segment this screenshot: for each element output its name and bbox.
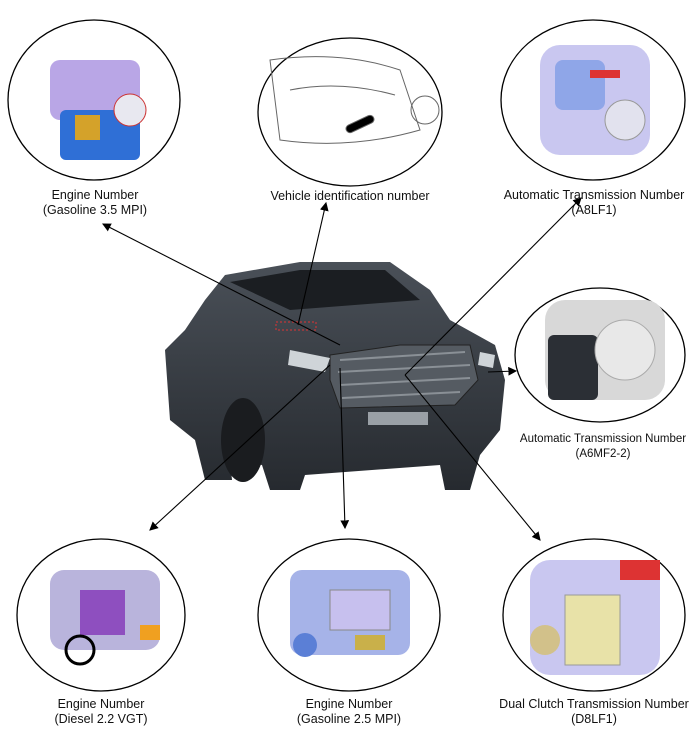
label-a6mf2: Automatic Transmission Number (A6MF2-2)	[520, 432, 686, 462]
arrow-vin	[297, 201, 329, 326]
label-title: Automatic Transmission Number	[519, 433, 687, 445]
d8lf1-image	[530, 560, 660, 675]
vehicle-image	[165, 262, 505, 490]
arrow-a6mf2	[487, 366, 518, 376]
label-sub: (Diesel 2.2 VGT)	[54, 712, 148, 726]
label-title: Engine Number	[57, 697, 145, 711]
arrow-engine-35	[102, 223, 341, 346]
diesel22-image	[50, 570, 160, 666]
engine-25-image	[290, 570, 410, 657]
label-sub: (A8LF1)	[571, 203, 617, 217]
label-title: Automatic Transmission Number	[503, 188, 685, 202]
arrow-engine-25	[339, 367, 350, 530]
vin-frame	[257, 37, 443, 187]
label-sub: (Gasoline 3.5 MPI)	[42, 203, 148, 217]
label-engine-25: Engine Number (Gasoline 2.5 MPI)	[297, 697, 401, 727]
label-title: Engine Number	[51, 188, 139, 202]
label-d8lf1: Dual Clutch Transmission Number (D8LF1)	[499, 697, 689, 727]
a8lf1-image	[540, 45, 650, 155]
a6mf2-image	[545, 300, 665, 400]
label-a8lf1: Automatic Transmission Number (A8LF1)	[504, 188, 685, 218]
label-sub: (A6MF2-2)	[575, 448, 631, 460]
vin-image	[269, 56, 440, 144]
arrow-diesel22	[149, 364, 331, 531]
arrow-d8lf1	[404, 374, 541, 541]
arrow-a8lf1	[404, 197, 582, 376]
label-sub: (Gasoline 2.5 MPI)	[296, 712, 402, 726]
label-diesel22: Engine Number (Diesel 2.2 VGT)	[54, 697, 147, 727]
label-title: Dual Clutch Transmission Number	[499, 697, 689, 711]
label-engine-35: Engine Number (Gasoline 3.5 MPI)	[43, 188, 147, 218]
engine-35-image	[50, 60, 147, 160]
label-title: Engine Number	[305, 697, 393, 711]
label-sub: (D8LF1)	[571, 712, 617, 726]
label-title: Vehicle identification number	[270, 189, 430, 203]
label-vin: Vehicle identification number	[270, 189, 429, 204]
